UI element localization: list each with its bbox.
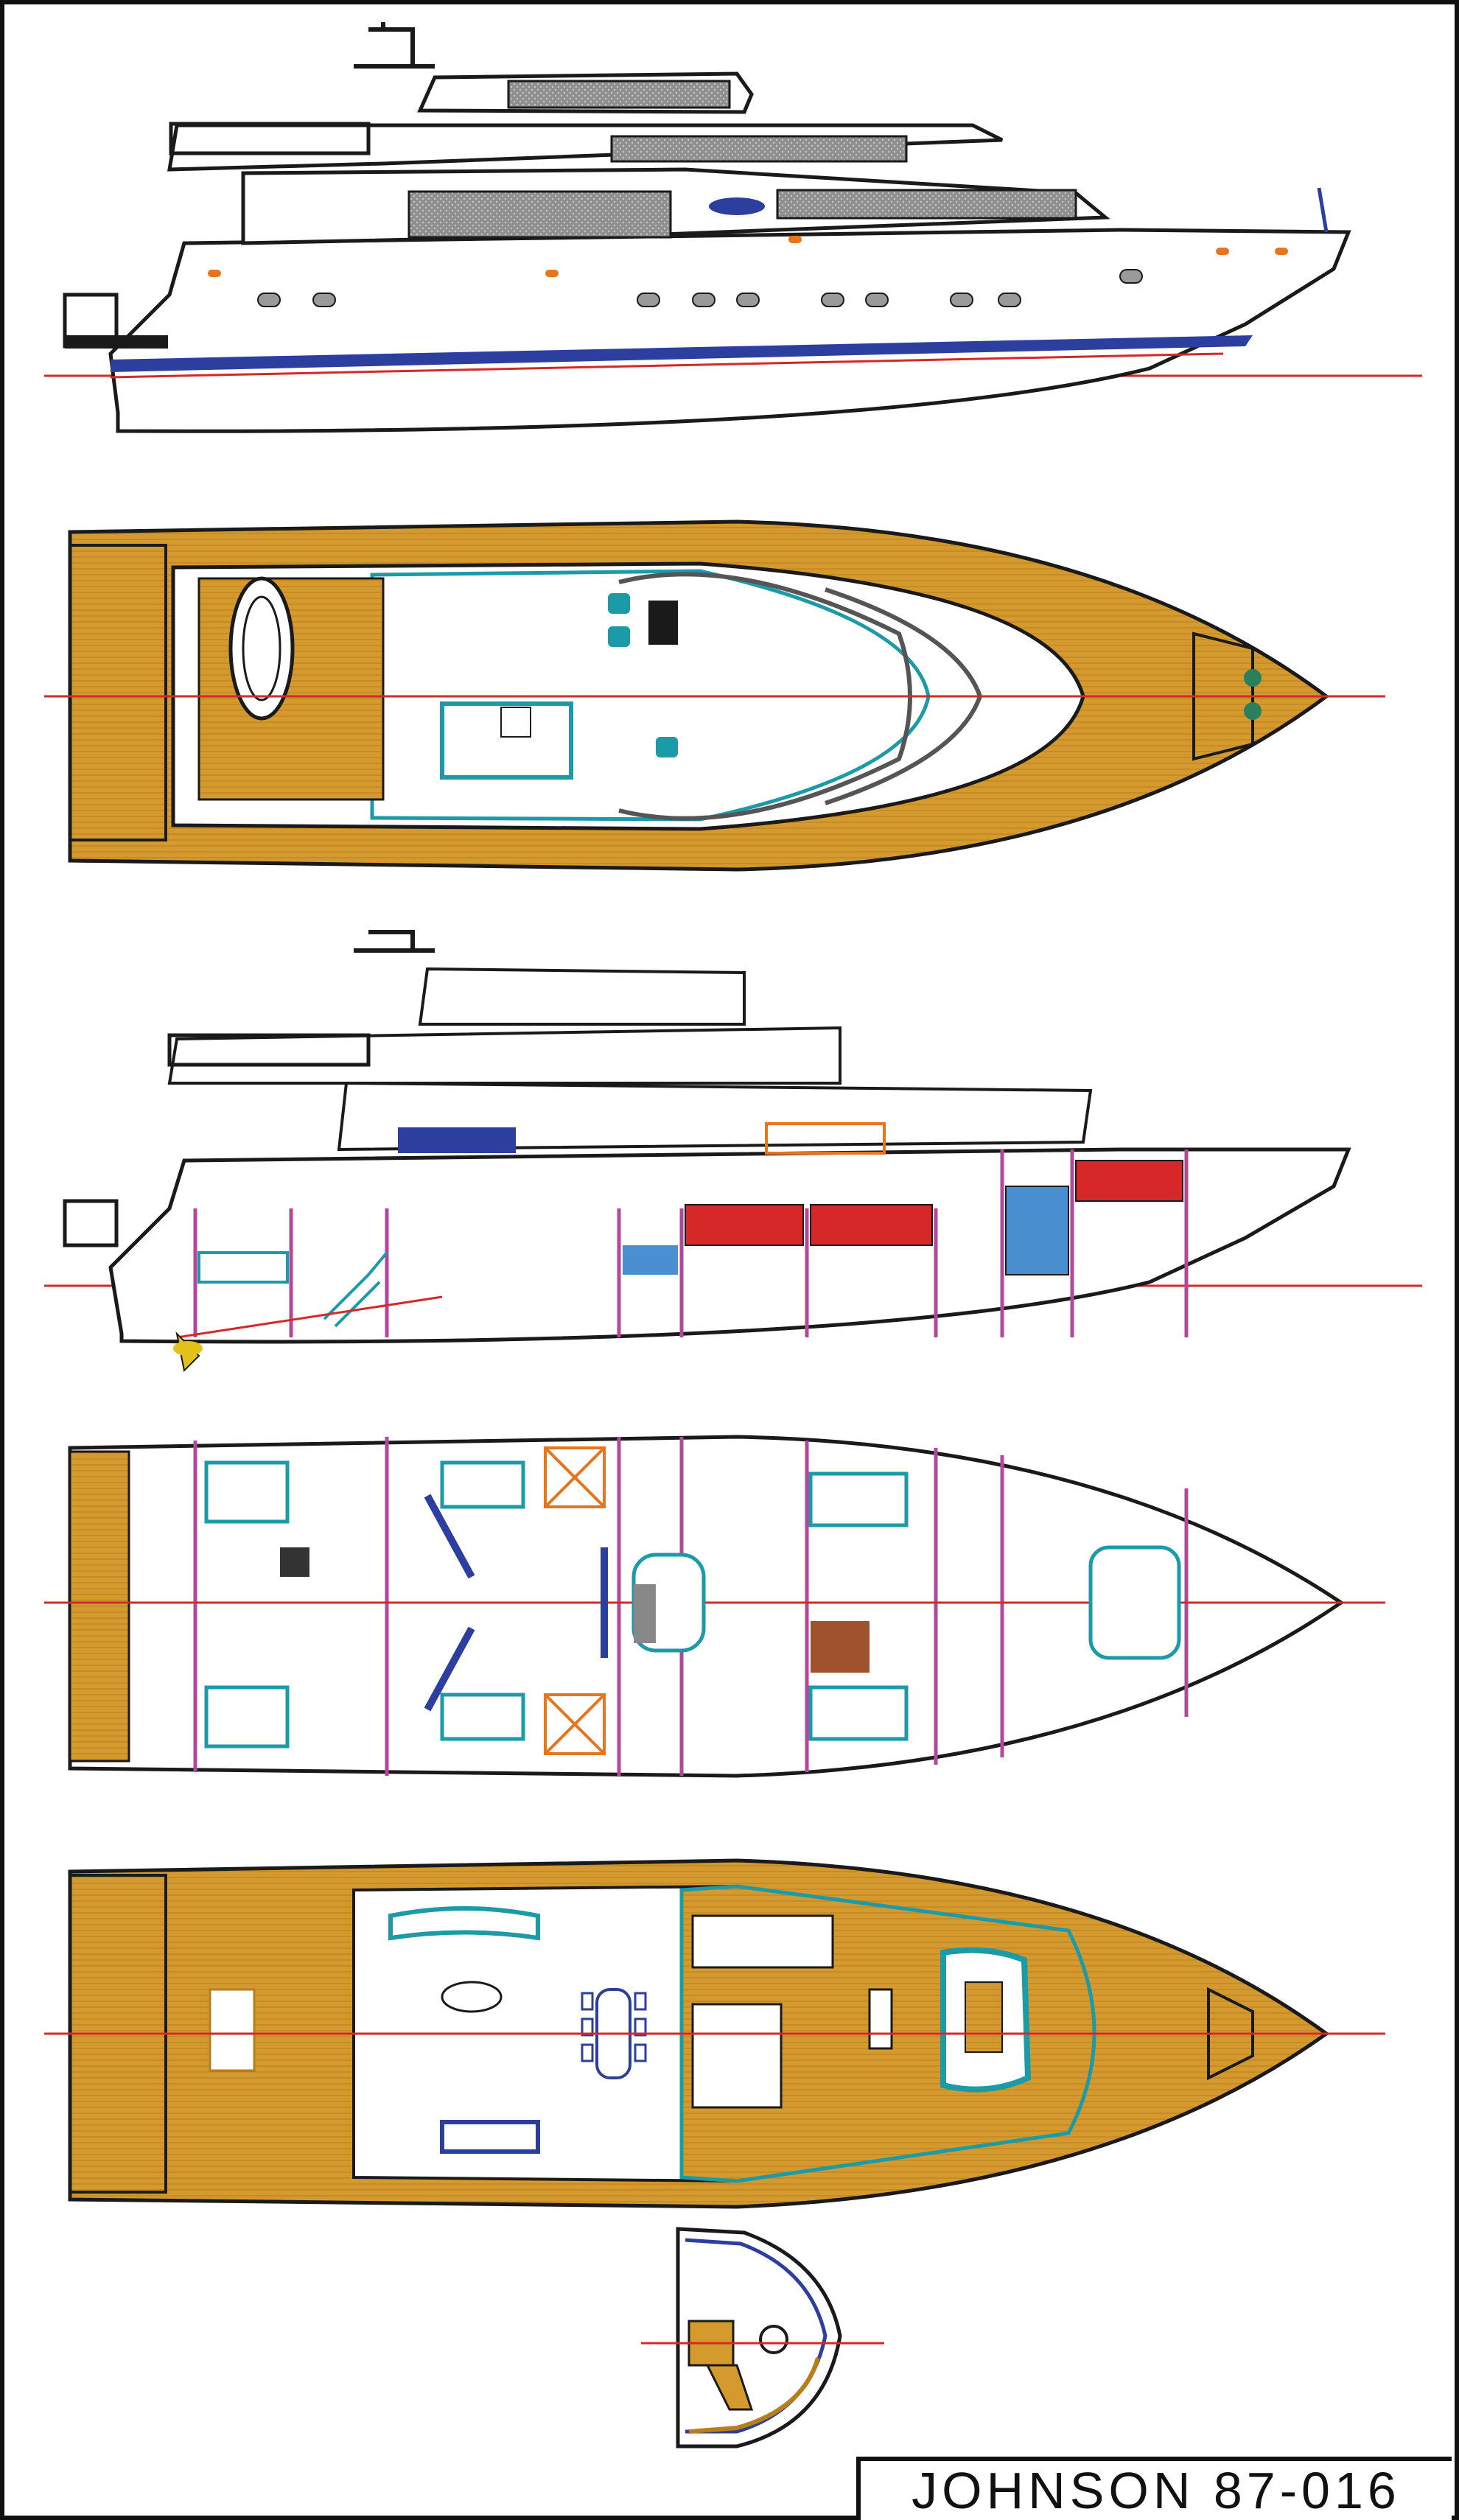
bow-flag [1317, 187, 1329, 233]
galley-island [691, 2003, 783, 2109]
tender-dinghy [228, 576, 295, 721]
drawing-title: JOHNSON 87-016 [912, 2462, 1401, 2519]
flybridge-settee [440, 701, 573, 780]
flybridge-table [500, 707, 531, 738]
propeller-shaft [176, 1295, 443, 1339]
boot-stripe [111, 335, 1253, 372]
bow-fitting-1 [1244, 669, 1262, 687]
flybridge-helm [648, 601, 678, 645]
saloon-sofa [440, 2120, 540, 2154]
view-inboard-profile [44, 930, 1422, 1373]
aft-deck-table [209, 1988, 256, 2072]
hull-portholes [257, 269, 1143, 307]
transom-outline [69, 544, 167, 841]
dining-chairs [581, 1992, 647, 2062]
inboard-fly-rail [167, 1033, 371, 1067]
deck-lights [208, 236, 1288, 277]
bow-seating [1192, 631, 1254, 761]
view-main-deck-plan [44, 1858, 1385, 2209]
hull-profile [108, 228, 1351, 433]
view-exterior-profile [44, 22, 1422, 433]
inboard-superstructure [337, 1081, 1093, 1152]
flybridge-rail [169, 122, 371, 155]
saloon-windows [407, 190, 672, 239]
bow-fitting-2 [1244, 702, 1262, 720]
view-lower-deck-plan [44, 1435, 1385, 1778]
swim-platform [65, 335, 168, 349]
title-block: JOHNSON 87-016 [856, 2457, 1452, 2520]
helm-console [868, 1988, 893, 2050]
pilothouse-stair [705, 2364, 754, 2411]
bow-anchor-well [1207, 1987, 1254, 2081]
propeller [173, 1341, 203, 1356]
galley-counter [691, 1914, 834, 1969]
lower-transom-deck [69, 1450, 130, 1763]
inboard-stairs [323, 1251, 388, 1328]
aft-settee [388, 1906, 540, 1941]
engine-room-machinery [424, 1494, 608, 1712]
engine-room-hatches [544, 1446, 606, 1755]
lower-stairs [280, 1547, 870, 1673]
inboard-hardtop [418, 967, 746, 1026]
saloon-coffee-table [441, 1981, 503, 2013]
inboard-arch [354, 930, 435, 953]
view-flybridge-plan [44, 519, 1385, 872]
inboard-bulkheads [193, 1149, 1189, 1337]
lower-berths [204, 1460, 1181, 1749]
helm-chairs [608, 593, 678, 757]
radar-arch [354, 22, 435, 69]
inboard-flybridge [167, 1026, 842, 1085]
hardtop-glass [507, 80, 731, 109]
pilothouse-table [965, 1981, 1003, 2053]
lower-sole-grate [634, 1584, 656, 1643]
tender-inner [242, 595, 281, 701]
aft-boat-deck [197, 577, 385, 801]
inboard-cabinetry [197, 1122, 1183, 1284]
pilothouse-windows [776, 189, 1077, 220]
logo-plate [709, 197, 765, 215]
pilothouse-wheel [759, 2325, 788, 2354]
flybridge-windscreen [610, 135, 908, 163]
pilothouse-detail-deck [688, 2357, 820, 2434]
boot-stripe-thin [110, 352, 1224, 379]
view-pilothouse-detail [641, 2227, 884, 2449]
inboard-platform [63, 1199, 119, 1247]
